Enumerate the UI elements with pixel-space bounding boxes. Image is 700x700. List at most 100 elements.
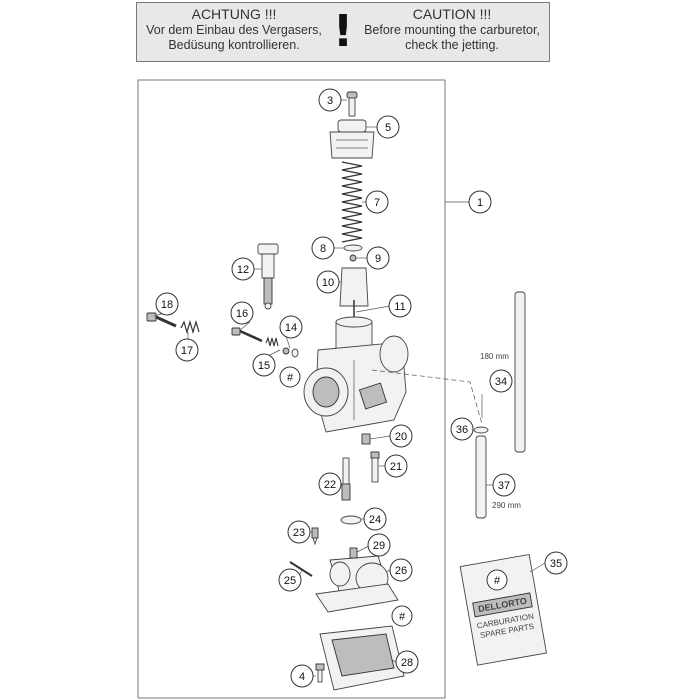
callout-17: 17 <box>175 338 199 362</box>
callout-26-label: 26 <box>395 565 407 577</box>
callout-24-label: 24 <box>369 514 381 526</box>
callout-20: 20 <box>389 424 413 448</box>
callout-34-label: 34 <box>495 376 507 388</box>
warning-banner: ACHTUNG !!! Vor dem Einbau des Vergasers… <box>136 2 550 62</box>
assembly-frame <box>137 79 446 699</box>
callout-16: 16 <box>230 301 254 325</box>
callout-22: 22 <box>318 472 342 496</box>
callout-16-label: 16 <box>236 308 248 320</box>
callout-25: 25 <box>278 568 302 592</box>
vent-hose-short-part <box>514 291 526 453</box>
callout-3: 3 <box>318 88 342 112</box>
vent-hose-long-part <box>475 435 487 519</box>
callout-hash-a-label: # <box>287 372 294 384</box>
callout-28-label: 28 <box>401 657 413 669</box>
callout-9: 9 <box>366 246 390 270</box>
warning-english-line2: check the jetting. <box>405 38 499 52</box>
warning-german-line2: Bedüsung kontrollieren. <box>168 38 300 52</box>
callout-24: 24 <box>363 507 387 531</box>
callout-14: 14 <box>279 315 303 339</box>
mixture-oring-part <box>291 348 299 358</box>
throttle-spring-part <box>341 161 363 243</box>
warning-english-line1: Before mounting the carburetor, <box>364 23 540 37</box>
warning-german-title: ACHTUNG !!! <box>191 6 277 22</box>
hose-long-length: 290 mm <box>492 501 521 510</box>
callout-29: 29 <box>367 533 391 557</box>
callout-11: 11 <box>388 294 412 318</box>
mixture-screw-part <box>231 327 263 343</box>
needle-clip-part <box>349 254 357 262</box>
callout-21-label: 21 <box>390 461 402 473</box>
float-needle-part <box>311 527 319 546</box>
callout-26: 26 <box>389 558 413 582</box>
throttle-slide-part <box>339 267 369 307</box>
idle-jet-part <box>341 457 351 501</box>
bowl-screw-part <box>315 663 325 683</box>
exclamation-icon: ! <box>333 6 354 57</box>
callout-17-label: 17 <box>181 345 193 357</box>
hose-clamp-part <box>473 426 489 434</box>
top-cap-part <box>329 119 375 159</box>
carburetor-body-part <box>303 316 409 433</box>
callout-15: 15 <box>252 353 276 377</box>
callout-5-label: 5 <box>385 122 391 134</box>
leader-lines <box>153 99 546 677</box>
callout-34: 34 <box>489 369 513 393</box>
callout-1: 1 <box>468 190 492 214</box>
callout-35: 35 <box>544 551 568 575</box>
float-valve-seat-part <box>340 515 362 525</box>
warning-english: CAUTION !!! Before mounting the carburet… <box>357 7 547 53</box>
callout-37: 37 <box>492 473 516 497</box>
float-bowl-gasket-part <box>315 583 399 613</box>
warning-german: ACHTUNG !!! Vor dem Einbau des Vergasers… <box>139 7 329 53</box>
callout-28: 28 <box>395 650 419 674</box>
callout-hash-c-label: # <box>494 575 501 587</box>
main-jet-part <box>361 433 371 445</box>
callout-hash-b: # <box>391 605 413 627</box>
hose-dashed-line <box>371 369 483 425</box>
callout-35-label: 35 <box>550 558 562 570</box>
callout-10: 10 <box>316 270 340 294</box>
callout-23-label: 23 <box>293 527 305 539</box>
callout-36: 36 <box>450 417 474 441</box>
callout-22-label: 22 <box>324 479 336 491</box>
callout-hash-b-label: # <box>399 611 406 623</box>
callout-11-label: 11 <box>394 301 405 313</box>
retainer-ring-part <box>343 244 363 252</box>
callout-37-label: 37 <box>498 480 510 492</box>
callout-8: 8 <box>311 236 335 260</box>
callout-18-label: 18 <box>161 299 173 311</box>
mixture-spring-part <box>265 336 279 347</box>
float-part <box>329 547 389 595</box>
callout-10-label: 10 <box>322 277 334 289</box>
callout-1-label: 1 <box>477 197 483 209</box>
callout-15-label: 15 <box>258 360 270 372</box>
callout-4-label: 4 <box>299 671 305 683</box>
callout-20-label: 20 <box>395 431 407 443</box>
callout-29-label: 29 <box>373 540 385 552</box>
callout-23: 23 <box>287 520 311 544</box>
callout-12-label: 12 <box>237 264 249 276</box>
callout-36-label: 36 <box>456 424 468 436</box>
callout-8-label: 8 <box>320 243 326 255</box>
callout-5: 5 <box>376 115 400 139</box>
mixture-washer-part <box>282 347 290 355</box>
callout-hash-c: # <box>486 569 508 591</box>
callout-12: 12 <box>231 257 255 281</box>
callout-3-label: 3 <box>327 95 333 107</box>
choke-plunger-part <box>257 243 279 310</box>
callout-21: 21 <box>384 454 408 478</box>
needle-jet-part <box>370 451 380 483</box>
callout-9-label: 9 <box>375 253 381 265</box>
warning-english-title: CAUTION !!! <box>412 6 492 22</box>
jet-kit-bag-part: DELLORTO CARBURATION SPARE PARTS <box>459 553 548 666</box>
top-screw-part <box>346 91 358 117</box>
float-pin-part <box>289 561 313 577</box>
callout-7: 7 <box>365 190 389 214</box>
callout-18: 18 <box>155 292 179 316</box>
float-bowl-part <box>319 625 405 691</box>
idle-spring-part <box>180 319 200 335</box>
hose-short-length: 180 mm <box>480 352 509 361</box>
callout-25-label: 25 <box>284 575 296 587</box>
